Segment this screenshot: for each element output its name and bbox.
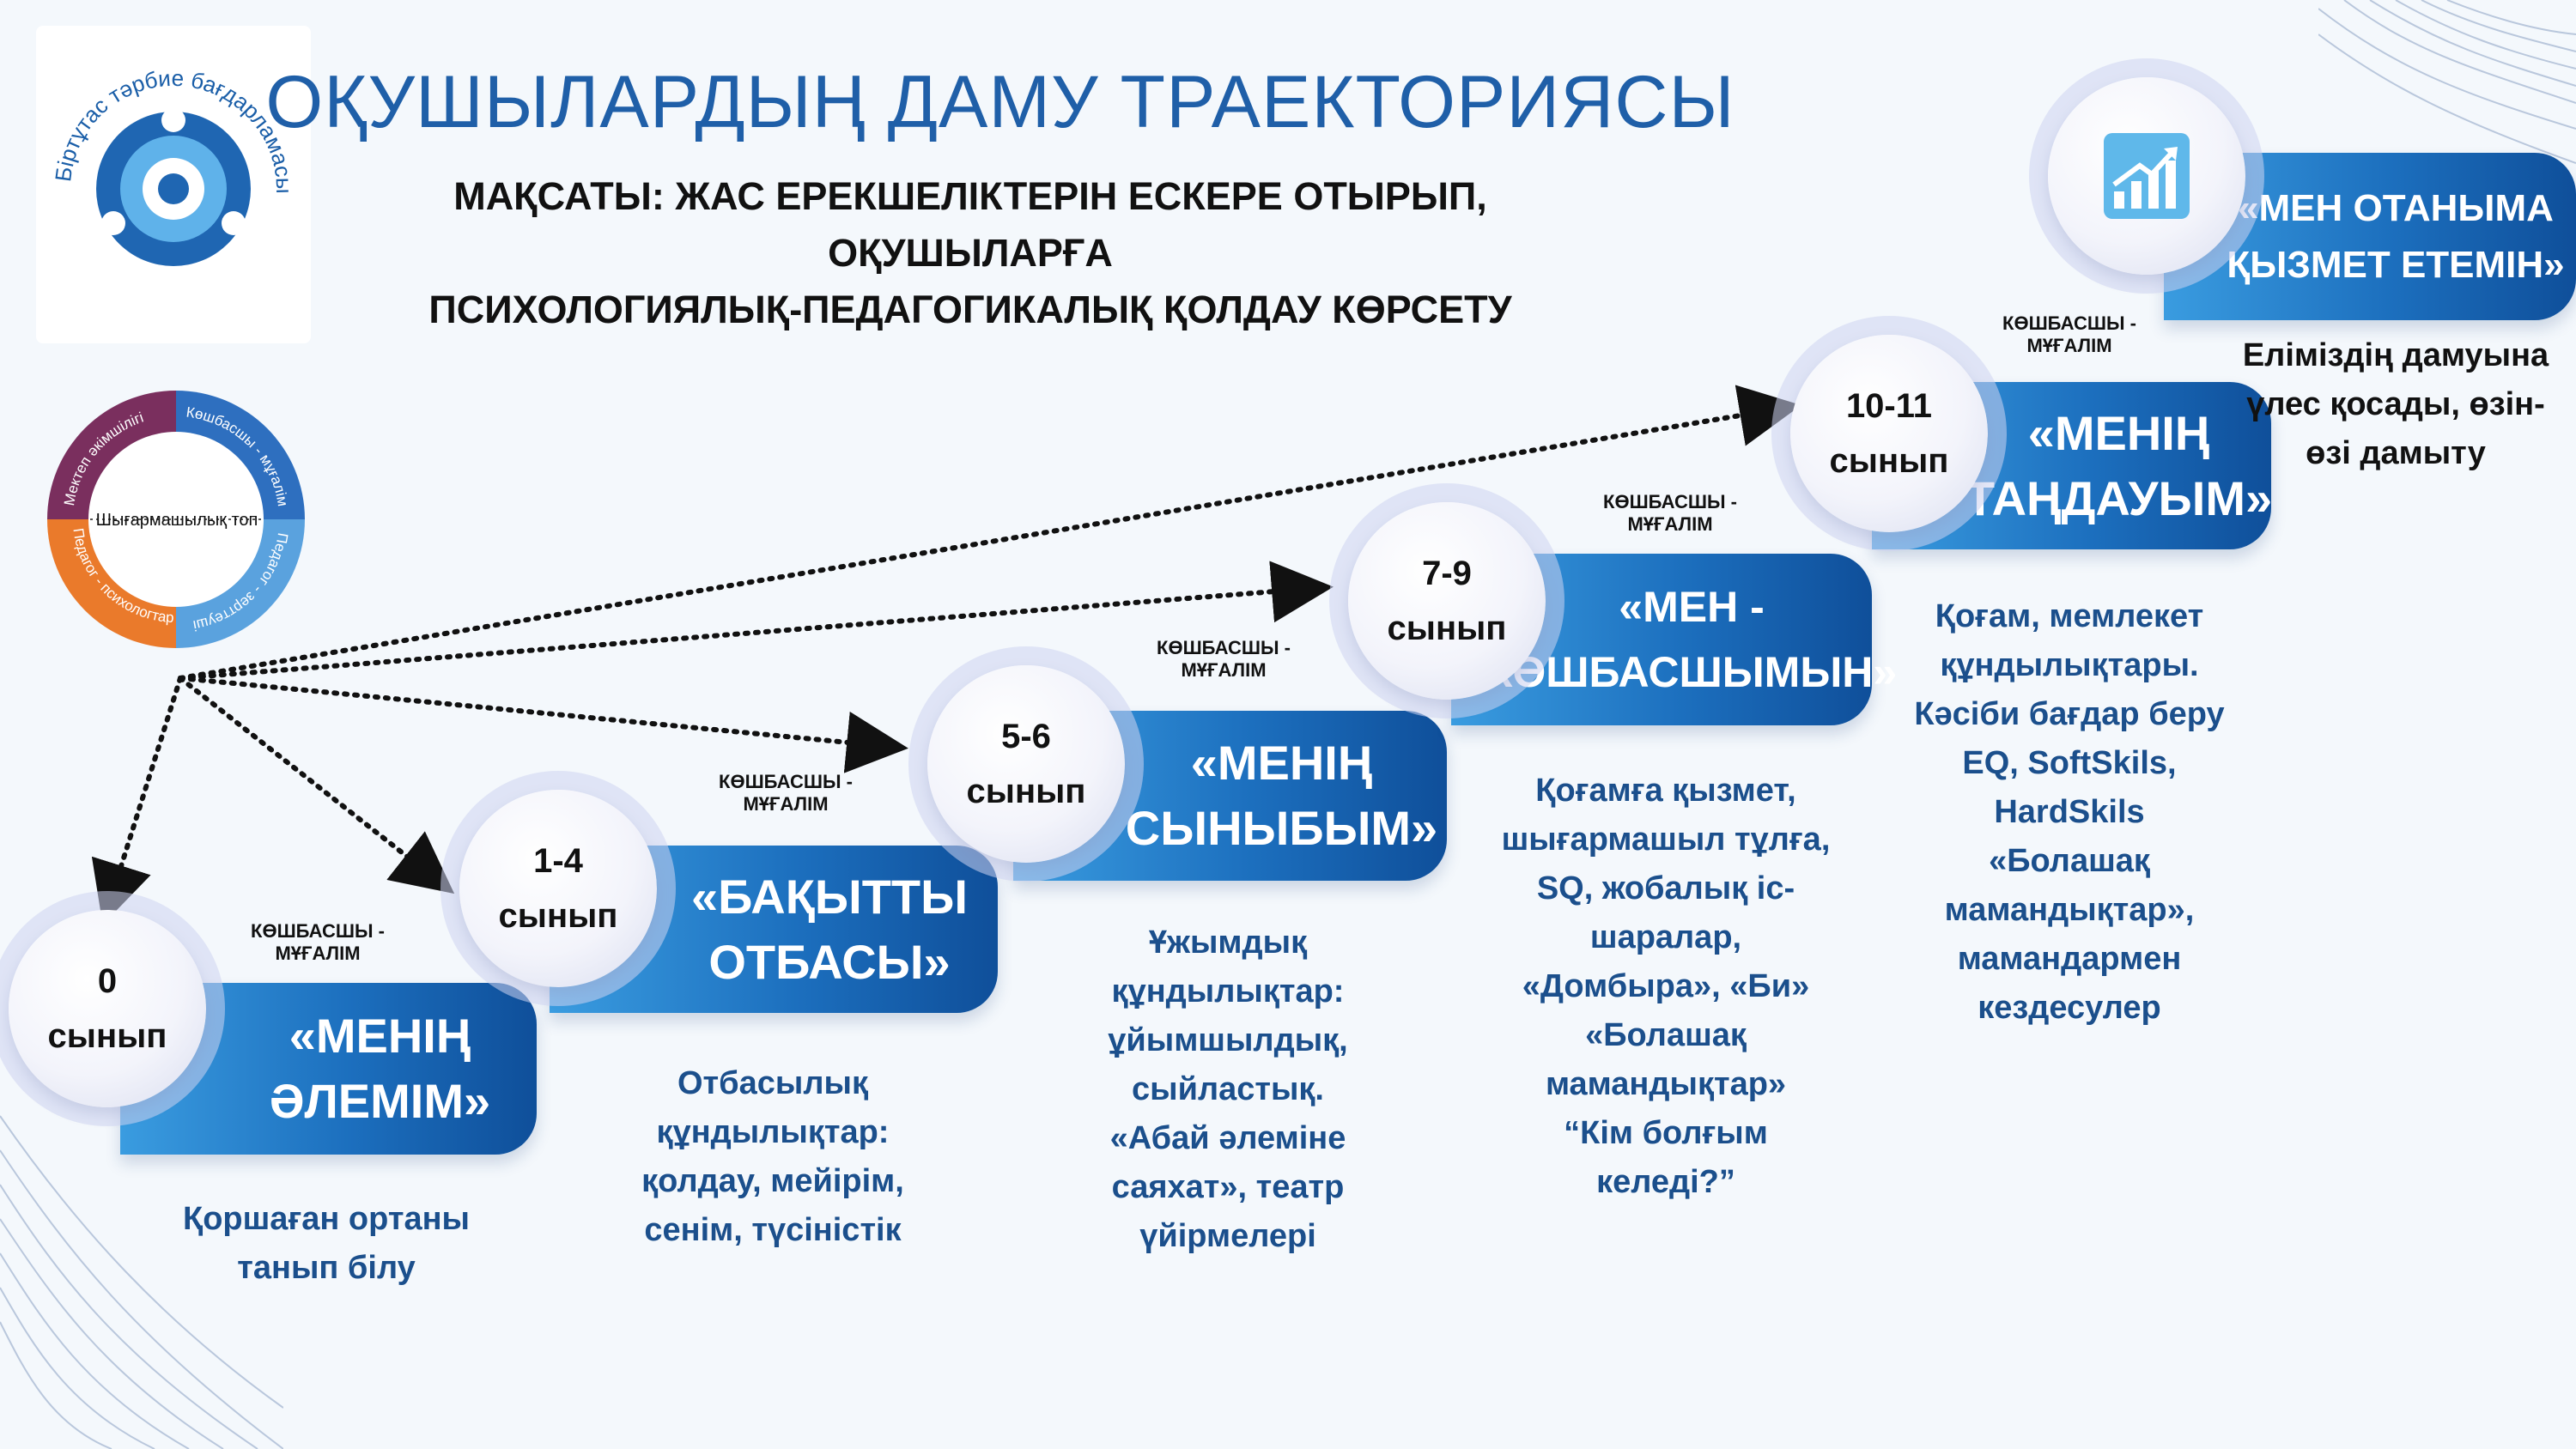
leader-label-line-1: КӨШБАСШЫ - bbox=[2002, 312, 2136, 334]
stage-title-line-2: СЫНЫБЫМ» bbox=[1125, 801, 1438, 855]
leader-label-line-2: МҰҒАЛІМ bbox=[1181, 659, 1267, 681]
leader-label-line-2: МҰҒАЛІМ bbox=[1627, 513, 1713, 535]
stage-title-line-1: «МЕНІҢ bbox=[289, 1009, 471, 1063]
subtitle-line-1: МАҚСАТЫ: ЖАС ЕРЕКШЕЛІКТЕРІН ЕСКЕРЕ ОТЫРЫ… bbox=[453, 174, 1487, 275]
desc-line: «Болашақ bbox=[1585, 1017, 1747, 1053]
page-subtitle: МАҚСАТЫ: ЖАС ЕРЕКШЕЛІКТЕРІН ЕСКЕРЕ ОТЫРЫ… bbox=[412, 168, 1528, 338]
leader-label-7-9: КӨШБАСШЫ - МҰҒАЛІМ bbox=[1571, 491, 1769, 536]
desc-line: өзі дамыту bbox=[2306, 435, 2486, 471]
decorative-waves-top-right bbox=[2318, 0, 2576, 164]
stage-title-line-2: ҚЫЗМЕТ ЕТЕМІН» bbox=[2227, 243, 2565, 286]
desc-line: сенім, түсіністік bbox=[644, 1212, 902, 1248]
stage-description-5-6: Ұжымдық құндылықтар: ұйымшылдық, сыйласт… bbox=[1022, 919, 1434, 1261]
desc-line: “Кім болғым bbox=[1564, 1115, 1768, 1151]
grade-word: сынып bbox=[966, 773, 1086, 810]
desc-line: Қоршаған ортаны bbox=[183, 1201, 470, 1237]
stage-title-box-top: «МЕН ОТАНЫМА ҚЫЗМЕТ ЕТЕМІН» bbox=[2164, 153, 2576, 320]
grade-circle-7-9: 7-9 сынып bbox=[1348, 502, 1546, 700]
desc-line: мамандықтар», bbox=[1944, 892, 2195, 928]
leader-label-line-1: КӨШБАСШЫ - bbox=[1157, 637, 1291, 658]
grade-word: сынып bbox=[1829, 442, 1949, 480]
decorative-waves-bottom-left bbox=[0, 1115, 283, 1449]
grade-number: 0 bbox=[97, 962, 118, 1000]
desc-line: құндылықтар: bbox=[1111, 973, 1345, 1009]
stage-description-10-11: Қоғам, мемлекет құндылықтары. Кәсіби бағ… bbox=[1863, 592, 2275, 1033]
stage-title-line-1: «МЕН - bbox=[1619, 583, 1765, 631]
stage-title-line-1: «БАҚЫТТЫ bbox=[691, 869, 968, 924]
grade-number: 10-11 bbox=[1845, 387, 1933, 425]
desc-line: Отбасылық bbox=[677, 1065, 868, 1101]
page-title: ОҚУШЫЛАРДЫҢ ДАМУ ТРАЕКТОРИЯСЫ bbox=[265, 61, 1735, 143]
grade-number: 7-9 bbox=[1422, 555, 1472, 592]
grade-circle-10-11: 10-11 сынып bbox=[1790, 335, 1988, 532]
desc-line: Кәсіби бағдар беру bbox=[1914, 696, 2225, 732]
stage-description-1-4: Отбасылық құндылықтар: қолдау, мейірім, … bbox=[558, 1059, 987, 1255]
desc-line: қолдау, мейірім, bbox=[641, 1163, 904, 1199]
desc-line: Еліміздің дамуына bbox=[2242, 337, 2549, 373]
stage-description-0: Қоршаған ортаны танып білу bbox=[112, 1195, 541, 1293]
growth-chart-icon bbox=[2104, 133, 2190, 219]
desc-line: шаралар, bbox=[1589, 919, 1742, 955]
desc-line: келеді?” bbox=[1596, 1164, 1735, 1200]
leader-label-1-4: КӨШБАСШЫ - МҰҒАЛІМ bbox=[687, 771, 884, 815]
subtitle-line-2: ПСИХОЛОГИЯЛЫҚ-ПЕДАГОГИКАЛЫҚ ҚОЛДАУ КӨРСЕ… bbox=[428, 288, 1512, 331]
desc-line: HardSkils bbox=[1994, 794, 2145, 830]
grade-number: 1-4 bbox=[533, 842, 583, 880]
leader-label-line-2: МҰҒАЛІМ bbox=[2026, 335, 2112, 356]
grade-circle-0: 0 сынып bbox=[9, 910, 206, 1107]
desc-line: сыйластық. bbox=[1132, 1071, 1324, 1107]
desc-line: «Абай әлеміне bbox=[1109, 1120, 1346, 1156]
grade-circle-5-6: 5-6 сынып bbox=[927, 665, 1125, 863]
desc-line: кездесулер bbox=[1978, 990, 2161, 1026]
grade-circle-1-4: 1-4 сынып bbox=[459, 790, 657, 987]
desc-line: Қоғамға қызмет, bbox=[1535, 773, 1796, 809]
leader-label-line-1: КӨШБАСШЫ - bbox=[719, 771, 853, 792]
desc-line: саяхат», театр bbox=[1111, 1169, 1345, 1205]
arrow-to-grade-5-6 bbox=[178, 676, 908, 773]
arrow-to-grade-0 bbox=[91, 676, 183, 925]
stage-title-line-1: «МЕН ОТАНЫМА bbox=[2238, 186, 2554, 229]
desc-line: құндылықтары. bbox=[1940, 647, 2199, 683]
grade-number: 5-6 bbox=[1001, 718, 1051, 755]
desc-line: мамандықтар» bbox=[1545, 1066, 1787, 1102]
desc-line: үйірмелері bbox=[1139, 1218, 1316, 1254]
stage-title-line-1: «МЕНІҢ bbox=[2027, 405, 2210, 460]
arrow-to-grade-1-4 bbox=[178, 676, 455, 894]
leader-label-0: КӨШБАСШЫ - МҰҒАЛІМ bbox=[219, 920, 416, 965]
desc-line: SQ, жобалық іс- bbox=[1536, 870, 1795, 906]
grade-word: сынып bbox=[1387, 609, 1507, 647]
stage-title-line-2: ОТБАСЫ» bbox=[708, 934, 951, 989]
leader-label-line-1: КӨШБАСШЫ - bbox=[1603, 491, 1737, 512]
leader-label-line-1: КӨШБАСШЫ - bbox=[251, 920, 385, 942]
desc-line: ұйымшылдық, bbox=[1108, 1022, 1348, 1058]
desc-line: танып білу bbox=[237, 1250, 416, 1286]
leader-label-5-6: КӨШБАСШЫ - МҰҒАЛІМ bbox=[1125, 637, 1322, 682]
stage-description-7-9: Қоғамға қызмет, шығармашыл тұлға, SQ, жо… bbox=[1443, 767, 1889, 1207]
leader-label-line-2: МҰҒАЛІМ bbox=[743, 793, 829, 815]
leader-label-line-2: МҰҒАЛІМ bbox=[275, 943, 361, 964]
desc-line: «Домбыра», «Би» bbox=[1522, 968, 1810, 1004]
desc-line: шығармашыл тұлға, bbox=[1501, 822, 1831, 858]
stage-title-line-1: «МЕНІҢ bbox=[1190, 736, 1373, 790]
grade-word: сынып bbox=[47, 1017, 167, 1055]
desc-line: мамандармен bbox=[1957, 941, 2182, 977]
desc-line: Қоғам, мемлекет bbox=[1935, 598, 2204, 634]
desc-line: «Болашақ bbox=[1989, 843, 2150, 879]
stage-title-line-2: КӨШБАСШЫМЫН» bbox=[1485, 648, 1898, 696]
growth-chart-circle bbox=[2048, 77, 2245, 275]
top-stage-description: Еліміздің дамуына үлес қосады, өзін- өзі… bbox=[2215, 331, 2576, 478]
stage-title-line-2: ТАҢДАУЫМ» bbox=[1965, 470, 2273, 525]
desc-line: құндылықтар: bbox=[656, 1114, 890, 1150]
grade-word: сынып bbox=[498, 897, 618, 935]
desc-line: EQ, SoftSkils, bbox=[1962, 745, 2177, 781]
program-logo: Біртұтас тәрбие бағдарламасы bbox=[36, 26, 311, 343]
creative-group-label: Шығармашылық топ bbox=[95, 511, 258, 530]
leader-label-10-11: КӨШБАСШЫ - МҰҒАЛІМ bbox=[1971, 312, 2168, 357]
desc-line: үлес қосады, өзін- bbox=[2246, 386, 2545, 422]
desc-line: Ұжымдық bbox=[1148, 925, 1308, 961]
stage-title-line-2: ӘЛЕМІМ» bbox=[269, 1074, 491, 1128]
